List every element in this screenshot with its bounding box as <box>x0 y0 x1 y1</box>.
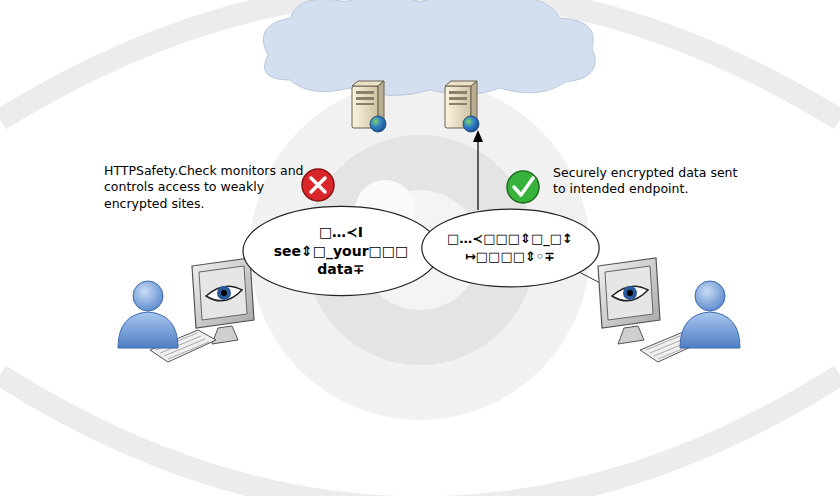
speech-bubble: □…≺□□□⇕□_□↕ ↦□□□□⇕◦∓ <box>420 208 601 288</box>
bubble-outline <box>420 208 601 288</box>
bubble-text: □…≺I see⇕□_your□□□ data∓ <box>271 223 411 280</box>
bubble-text: □…≺□□□⇕□_□↕ ↦□□□□⇕◦∓ <box>447 230 573 265</box>
note-label: HTTPSafety.Check monitors and controls a… <box>104 163 304 212</box>
speech-bubble: □…≺I see⇕□_your□□□ data∓ <box>241 205 441 297</box>
note-label: Securely encrypted data sent to intended… <box>553 165 748 198</box>
